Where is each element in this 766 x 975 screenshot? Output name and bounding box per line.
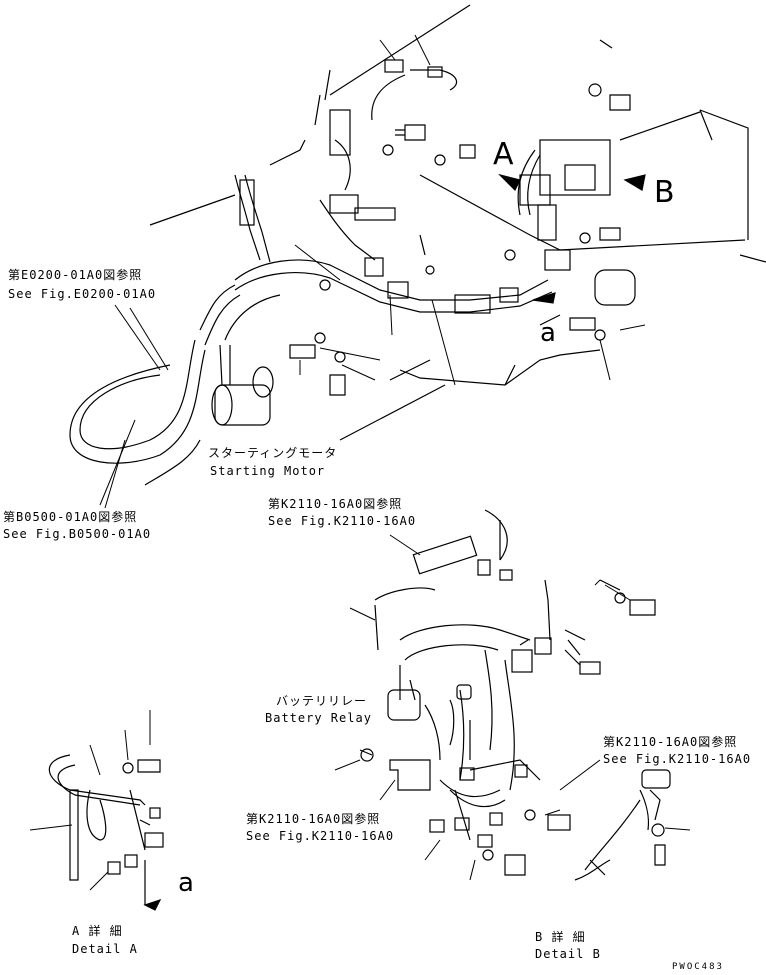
callout-a-lower-2: a bbox=[178, 868, 194, 898]
ref-e0200-jp: 第E0200-01A0図参照 bbox=[8, 268, 143, 282]
detail-b-en: Detail B bbox=[535, 947, 601, 961]
ref-e0200-en: See Fig.E0200-01A0 bbox=[8, 287, 157, 301]
detail-a-jp: A 詳 細 bbox=[72, 924, 123, 938]
frame-outline bbox=[149, 4, 766, 441]
ref-k2110-right-jp: 第K2110-16A0図参照 bbox=[603, 735, 738, 749]
detail-b-drawing bbox=[359, 509, 671, 881]
leaders-top bbox=[99, 34, 646, 509]
ref-b0500-jp: 第B0500-01A0図参照 bbox=[3, 510, 138, 524]
ref-k2110-right-en: See Fig.K2110-16A0 bbox=[603, 752, 752, 766]
detail-b-jp: B 詳 細 bbox=[535, 930, 586, 944]
callout-a-lower-1: a bbox=[540, 318, 556, 348]
ref-k2110-top-jp: 第K2110-16A0図参照 bbox=[268, 497, 403, 511]
detail-a-en: Detail A bbox=[72, 942, 138, 956]
callout-b-upper: B bbox=[654, 175, 675, 210]
leaders-bottom bbox=[334, 534, 691, 881]
battery-relay-jp: バッテリリレー bbox=[276, 694, 368, 708]
ref-k2110-mid-jp: 第K2110-16A0図参照 bbox=[246, 812, 381, 826]
leaders-detail-a bbox=[29, 710, 151, 891]
ref-k2110-mid-en: See Fig.K2110-16A0 bbox=[246, 829, 395, 843]
battery-relay-en: Battery Relay bbox=[265, 711, 372, 725]
starting-motor-en: Starting Motor bbox=[210, 464, 326, 478]
ref-b0500-en: See Fig.B0500-01A0 bbox=[3, 527, 152, 541]
callout-a-upper: A bbox=[493, 137, 514, 172]
main-components bbox=[211, 59, 646, 426]
detail-a-drawing bbox=[48, 754, 164, 911]
main-harness bbox=[69, 69, 553, 486]
ref-k2110-top-en: See Fig.K2110-16A0 bbox=[268, 514, 417, 528]
starting-motor-jp: スターティングモータ bbox=[208, 446, 338, 460]
drawing-code: PWOC483 bbox=[672, 962, 724, 972]
